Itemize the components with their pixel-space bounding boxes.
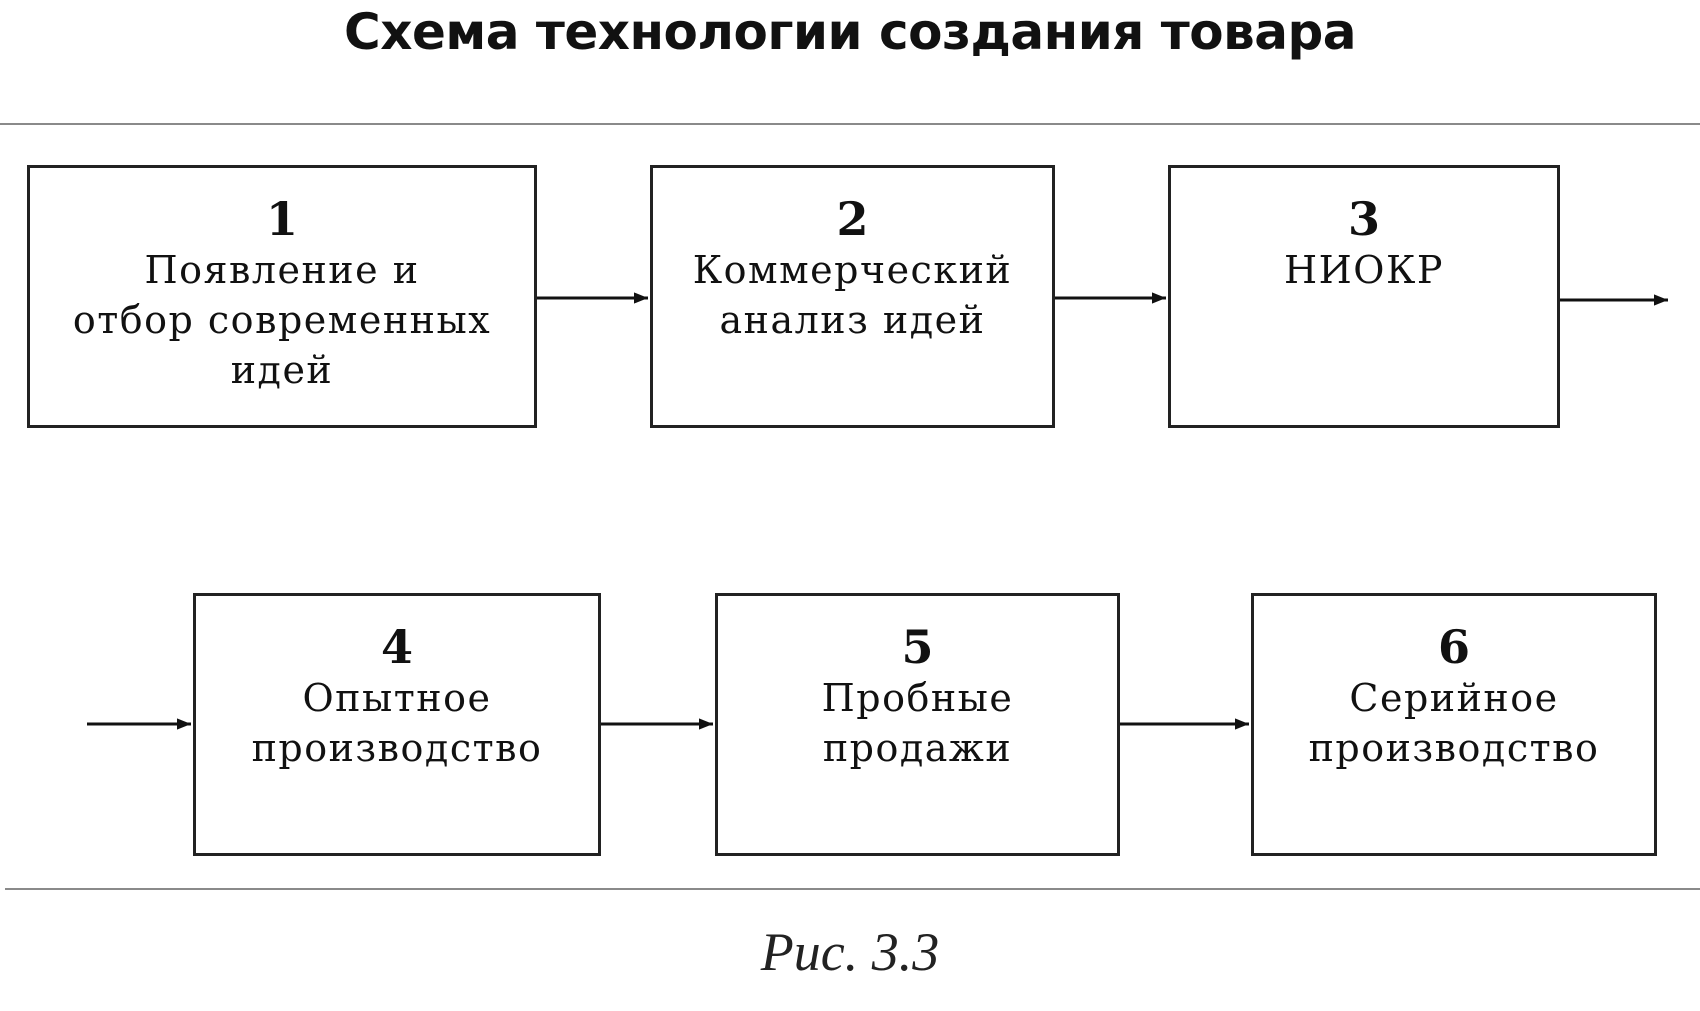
step-label-1: Появление и отбор современных идей <box>72 248 492 392</box>
step-label-6: Серийное производство <box>1308 676 1600 770</box>
step-number-5: 5 <box>901 620 934 674</box>
bottom-divider <box>5 888 1700 890</box>
figure-caption: Рис. 3.3 <box>760 922 940 982</box>
step-number-2: 2 <box>836 192 869 246</box>
step-box-6: 6 Серийное производство <box>1251 593 1657 856</box>
diagram-title: Схема технологии создания товара <box>344 3 1356 61</box>
step-number-3: 3 <box>1347 192 1380 246</box>
top-divider <box>0 123 1700 125</box>
step-number-1: 1 <box>265 192 298 246</box>
step-box-1: 1 Появление и отбор современных идей <box>27 165 537 428</box>
step-label-4: Опытное производство <box>251 676 543 770</box>
step-box-2: 2 Коммерческий анализ идей <box>650 165 1055 428</box>
step-label-2: Коммерческий анализ идей <box>692 248 1013 342</box>
step-box-4: 4 Опытное производство <box>193 593 601 856</box>
step-label-3: НИОКР <box>1284 248 1444 292</box>
step-number-6: 6 <box>1437 620 1470 674</box>
step-box-5: 5 Пробные продажи <box>715 593 1120 856</box>
step-label-5: Пробные продажи <box>821 676 1014 770</box>
step-box-3: 3 НИОКР <box>1168 165 1560 428</box>
step-number-4: 4 <box>380 620 413 674</box>
